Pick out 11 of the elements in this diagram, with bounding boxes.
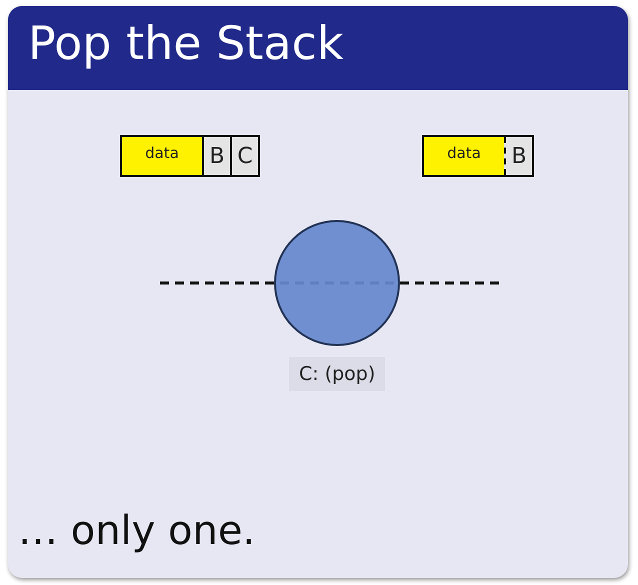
header-field: B <box>504 137 532 175</box>
payload-field: data <box>122 137 202 175</box>
packet-box <box>422 135 534 177</box>
header-field: B <box>202 137 230 175</box>
payload-field: data <box>424 137 504 175</box>
caption-text: … only one. <box>18 508 256 554</box>
header-field: C <box>230 137 258 175</box>
packet-box <box>120 135 260 177</box>
circle-node <box>273 219 401 347</box>
node-caption: C: (pop) <box>289 357 386 391</box>
slide-title: Pop the Stack <box>28 16 344 70</box>
